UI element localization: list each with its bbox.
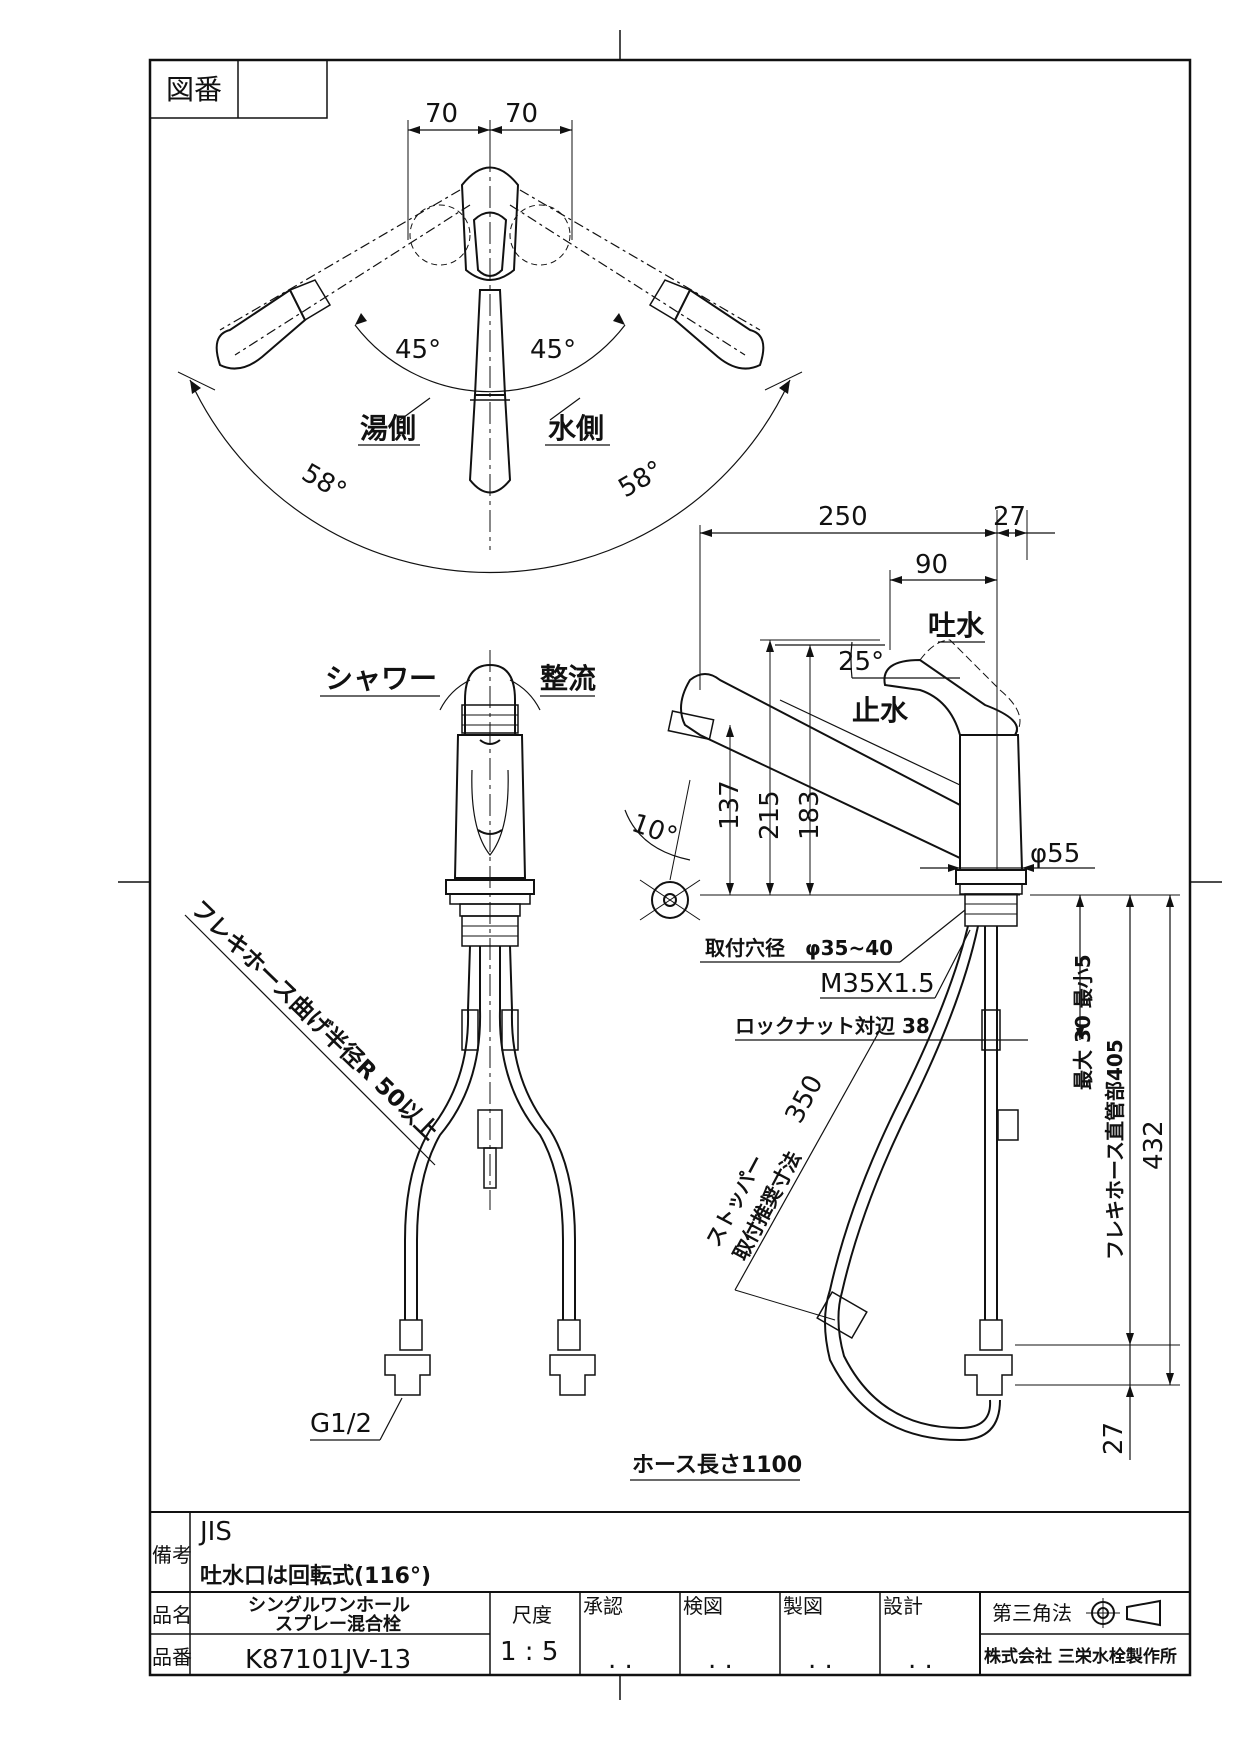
angle-10: 10° <box>628 808 682 852</box>
hose-straight-label: フレキホース直管部405 <box>1103 1039 1127 1260</box>
remarks-line1: JIS <box>198 1517 232 1547</box>
thread-label: G1/2 <box>310 1409 372 1439</box>
mount-hole-label: 取付穴径 φ35~40 <box>705 936 893 960</box>
dim-27-bottom: 27 <box>1099 1422 1129 1455</box>
scale-label: 尺度 <box>512 1603 552 1627</box>
approval-date: . . <box>608 1645 633 1675</box>
name-value-1: シングルワンホール <box>248 1594 410 1616</box>
thread-m35-label: M35X1.5 <box>820 969 935 999</box>
dim-250: 250 <box>818 502 868 532</box>
number-label: 品番 <box>152 1645 192 1669</box>
dim-432: 432 <box>1139 1120 1169 1170</box>
company-name: 株式会社 三栄水栓製作所 <box>984 1646 1177 1667</box>
dim-137: 137 <box>715 780 745 830</box>
side-view <box>624 510 1180 1481</box>
dim-90: 90 <box>915 550 948 580</box>
top-dim-left: 70 <box>425 99 458 129</box>
projection-label: 第三角法 <box>992 1601 1072 1625</box>
hose-bend-label: フレキホース曲げ半径R 50以上 <box>186 896 443 1146</box>
drafting-date: . . <box>808 1645 833 1675</box>
remarks-line2: 吐水口は回転式(116°) <box>200 1563 431 1589</box>
dim-215: 215 <box>755 790 785 840</box>
drawing-number-box: 図番 <box>149 59 328 119</box>
stop-label: 止水 <box>852 694 909 727</box>
dim-183: 183 <box>795 790 825 840</box>
diameter-55: φ55 <box>1030 839 1080 869</box>
top-angle-right-45: 45° <box>530 335 576 365</box>
design-label: 設計 <box>883 1594 923 1618</box>
number-value: K87101JV-13 <box>245 1645 411 1675</box>
shower-label: シャワー <box>325 662 437 695</box>
remarks-label: 備考 <box>152 1543 192 1567</box>
angle-25: 25° <box>838 647 884 677</box>
approval-label: 承認 <box>583 1594 623 1618</box>
name-label: 品名 <box>152 1603 192 1627</box>
check-label: 検図 <box>683 1594 723 1618</box>
design-date: . . <box>908 1645 933 1675</box>
check-date: . . <box>708 1645 733 1675</box>
straight-label: 整流 <box>540 662 596 695</box>
cold-side-label: 水側 <box>548 412 604 445</box>
top-angle-left-58: 58° <box>297 458 352 507</box>
dim-27-top: 27 <box>993 502 1026 532</box>
name-value-2: スプレー混合栓 <box>275 1613 401 1635</box>
max30-label: 最大 30 最小5 <box>1071 954 1095 1090</box>
drafting-label: 製図 <box>783 1594 823 1618</box>
scale-value: 1 : 5 <box>500 1637 558 1667</box>
drawing-border <box>148 58 1192 1677</box>
dim-350: 350 <box>780 1070 830 1128</box>
front-view <box>184 650 596 1441</box>
hot-side-label: 湯側 <box>360 412 416 445</box>
lock-nut-label: ロックナット対辺 38 <box>735 1014 930 1038</box>
title-block <box>150 1511 1190 1675</box>
drawing-number-label: 図番 <box>166 73 222 106</box>
top-view <box>177 120 803 574</box>
hose-length-label: ホース長さ1100 <box>632 1453 802 1478</box>
top-dim-right: 70 <box>505 99 538 129</box>
spout-label: 吐水 <box>928 609 985 642</box>
top-angle-right-58: 58° <box>614 455 669 504</box>
top-angle-left-45: 45° <box>395 335 441 365</box>
projection-cone-icon <box>1126 1599 1161 1627</box>
